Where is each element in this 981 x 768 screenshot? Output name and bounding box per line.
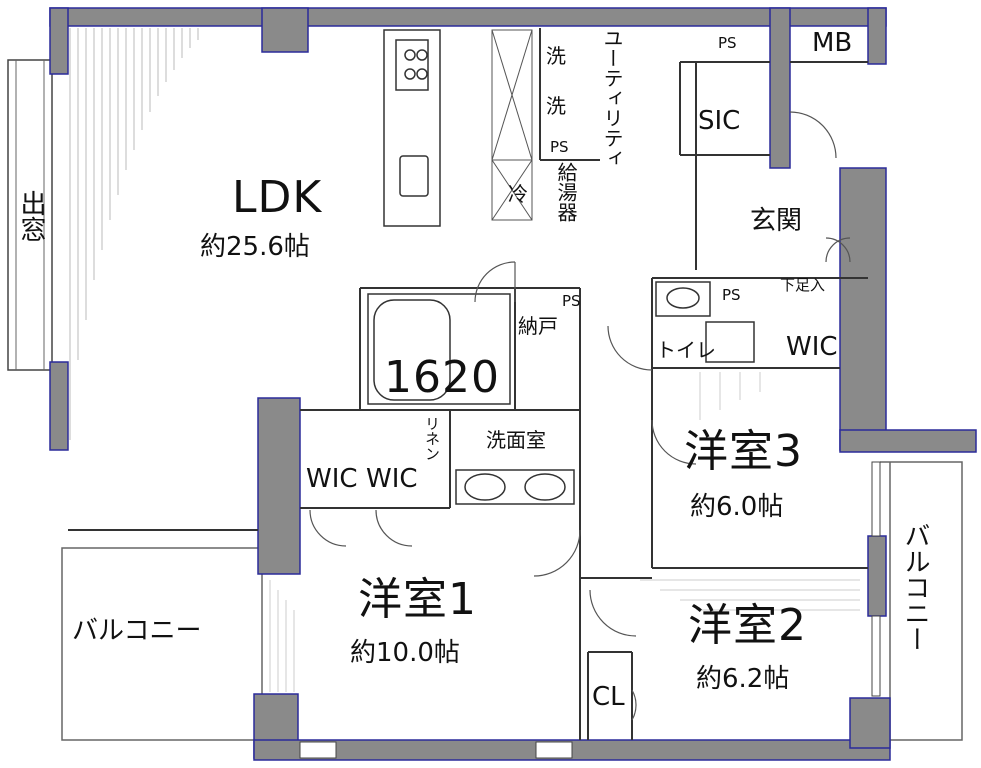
kitchen-island (383, 29, 441, 227)
balcony-right-outline (880, 461, 963, 741)
bathtub (367, 293, 511, 405)
cl-label: CL (592, 682, 625, 712)
fridge-label: 冷 (508, 182, 528, 206)
sic-label: SIC (698, 106, 741, 136)
mb-label: MB (812, 28, 853, 58)
balcony-right-label: バルコニー (900, 522, 930, 652)
washer-label-2: 洗 (546, 94, 566, 118)
entrance-label: 玄関 (750, 206, 803, 236)
room1-size: 約10.0帖 (350, 638, 460, 668)
room2-size: 約6.2帖 (696, 664, 790, 694)
room1-name: 洋室1 (358, 574, 477, 625)
water-heater-label: 給湯器 (554, 162, 578, 222)
ps-label-3: PS (562, 292, 581, 310)
kitchen-back-counter (491, 29, 533, 221)
washroom-label: 洗面室 (486, 428, 546, 452)
shoe-box-label: 下足入 (780, 276, 826, 294)
bath-size-label: 1620 (384, 352, 500, 403)
wic-label-3: WIC (786, 332, 838, 362)
outer-walls (49, 7, 977, 761)
toilet-label: トイレ (656, 338, 716, 362)
wic-label-1: WIC (306, 464, 358, 494)
balcony-left-label: バルコニー (72, 616, 202, 646)
bay-window (7, 59, 53, 371)
linen-label: リネン (423, 416, 441, 461)
wic-label-2: WIC (366, 464, 418, 494)
door-swings (309, 111, 851, 721)
windows (299, 461, 881, 759)
washer-label-1: 洗 (546, 44, 566, 68)
utility-label: ユーティリティ (600, 28, 624, 168)
room-floor-hatching (269, 372, 860, 692)
bay-window-label: 出窓 (16, 190, 46, 242)
ldk-size: 約25.6帖 (200, 232, 310, 262)
ps-label-2: PS (550, 138, 569, 156)
washbasins (455, 469, 575, 505)
ps-label-1: PS (718, 34, 737, 52)
ps-label-4: PS (722, 286, 741, 304)
ldk-name: LDK (232, 172, 323, 223)
toilet-fixture (655, 281, 755, 363)
inner-walls (68, 28, 868, 740)
room3-name: 洋室3 (684, 426, 803, 477)
room3-size: 約6.0帖 (690, 492, 784, 522)
ldk-floor-hatching (69, 28, 199, 440)
storage-label: 納戸 (518, 314, 558, 338)
room2-name: 洋室2 (688, 600, 807, 651)
